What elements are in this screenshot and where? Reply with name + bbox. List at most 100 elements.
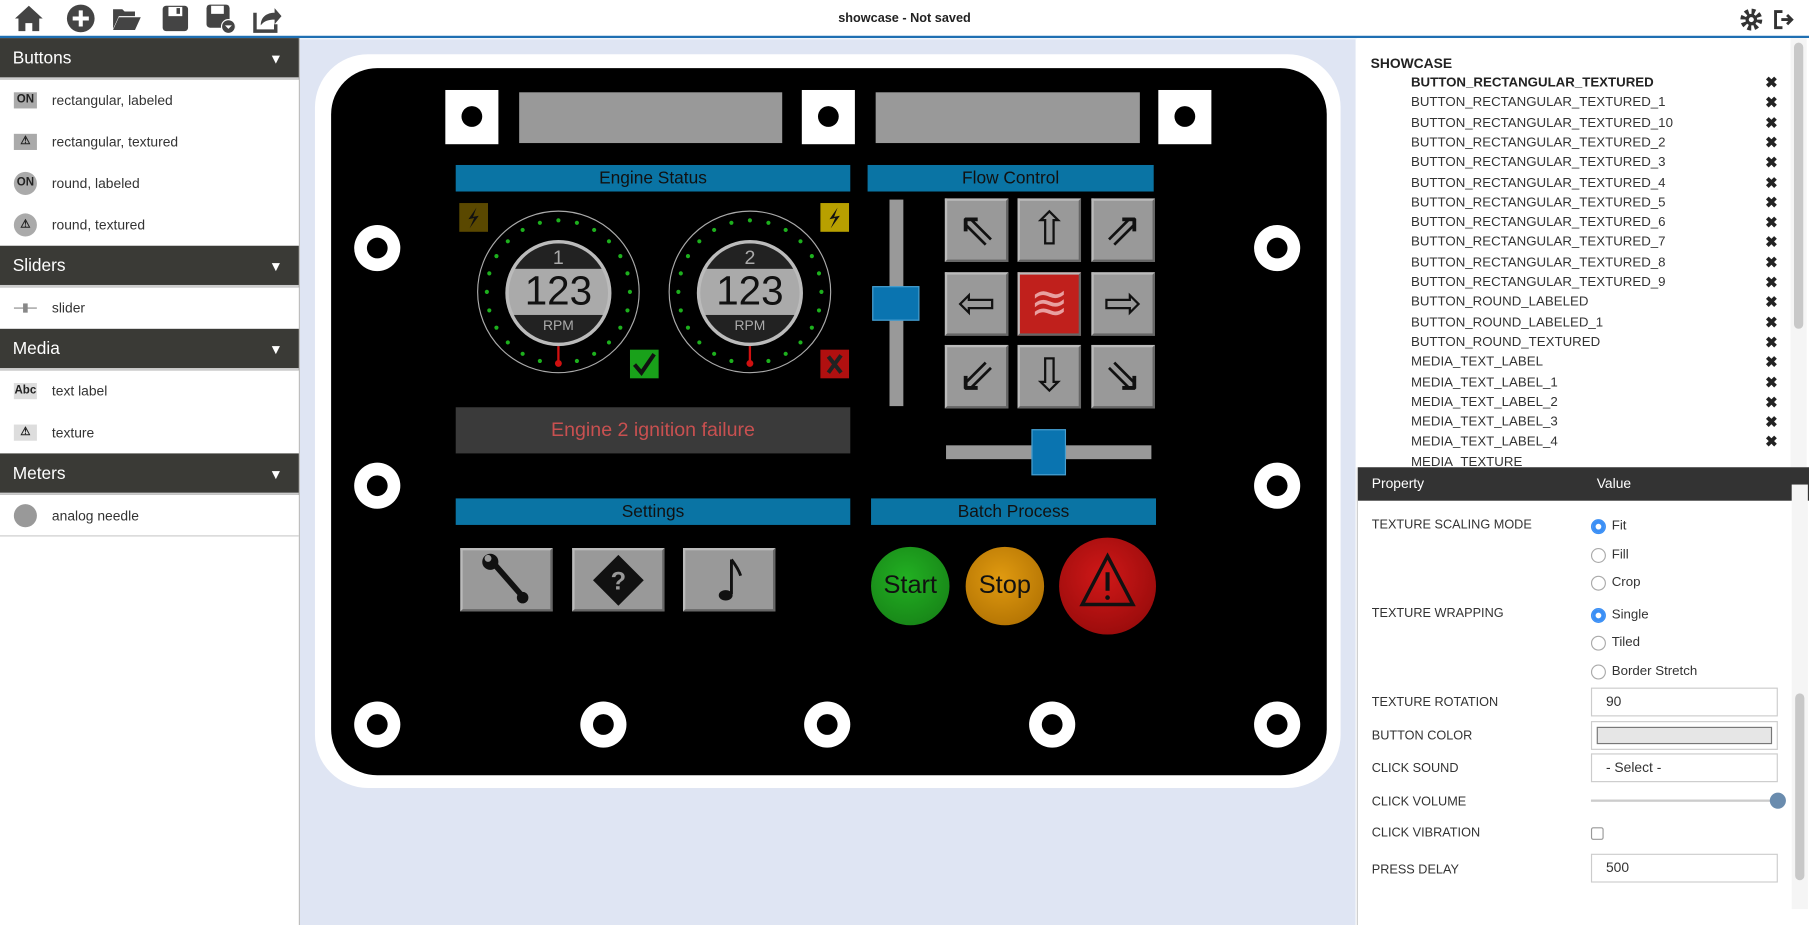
delete-icon[interactable]: ✖: [1765, 273, 1778, 291]
tree-item[interactable]: MEDIA_TEXT_LABEL_2: [1410, 395, 1558, 410]
error-x-icon[interactable]: [820, 349, 850, 379]
save-icon[interactable]: [160, 3, 190, 33]
palette-item-analog-needle[interactable]: analog needle: [0, 495, 299, 537]
delete-icon[interactable]: ✖: [1765, 213, 1778, 231]
scrollbar-thumb[interactable]: [1794, 42, 1804, 329]
click-sound-select[interactable]: - Select -: [1590, 753, 1778, 783]
stop-button[interactable]: Stop: [965, 546, 1045, 626]
share-icon[interactable]: [252, 3, 282, 33]
logout-icon[interactable]: [1772, 8, 1795, 31]
settings-icon[interactable]: [1740, 8, 1763, 31]
add-icon[interactable]: [66, 3, 96, 33]
arrow-down-left-button[interactable]: ⇙: [944, 344, 1009, 409]
delete-icon[interactable]: ✖: [1765, 173, 1778, 191]
help-button[interactable]: ?: [572, 548, 665, 612]
delete-icon[interactable]: ✖: [1765, 153, 1778, 171]
delete-icon[interactable]: ✖: [1765, 313, 1778, 331]
palette-item-texture[interactable]: ⚠texture: [0, 412, 299, 454]
home-icon[interactable]: [14, 3, 44, 33]
sound-button[interactable]: [682, 548, 776, 612]
section-sliders[interactable]: Sliders▼: [0, 245, 299, 288]
delete-icon[interactable]: ✖: [1765, 253, 1778, 271]
tree-item[interactable]: BUTTON_RECTANGULAR_TEXTURED_4: [1410, 175, 1666, 190]
flow-center-button[interactable]: ≋: [1017, 272, 1082, 336]
arrow-down-right-button[interactable]: ⇘: [1091, 344, 1155, 409]
properties-scrollbar[interactable]: [1791, 484, 1808, 910]
tree-item[interactable]: BUTTON_ROUND_LABELED: [1410, 295, 1589, 310]
click-volume-slider[interactable]: [1590, 799, 1778, 802]
press-delay-input[interactable]: 500: [1590, 853, 1778, 883]
delete-icon[interactable]: ✖: [1765, 413, 1778, 431]
tree-item[interactable]: BUTTON_RECTANGULAR_TEXTURED_7: [1410, 235, 1666, 250]
tree-item[interactable]: BUTTON_RECTANGULAR_TEXTURED: [1410, 76, 1654, 90]
radio-fill[interactable]: Fill: [1590, 548, 1629, 564]
button-color-picker[interactable]: [1590, 721, 1778, 750]
tree-item[interactable]: BUTTON_RECTANGULAR_TEXTURED_6: [1410, 215, 1666, 230]
delete-icon[interactable]: ✖: [1765, 373, 1778, 391]
delete-icon[interactable]: ✖: [1765, 233, 1778, 251]
tree-item[interactable]: MEDIA_TEXT_LABEL: [1410, 355, 1543, 370]
vertical-slider-thumb[interactable]: [872, 286, 920, 321]
alarm-button[interactable]: [1059, 537, 1157, 635]
palette-item-slider[interactable]: slider: [0, 287, 299, 329]
horizontal-slider-thumb[interactable]: [1031, 429, 1067, 476]
tree-item[interactable]: BUTTON_RECTANGULAR_TEXTURED_5: [1410, 195, 1666, 210]
check-icon[interactable]: [629, 349, 659, 379]
tree-item[interactable]: BUTTON_RECTANGULAR_TEXTURED_3: [1410, 155, 1666, 170]
open-folder-icon[interactable]: [112, 3, 142, 33]
save-as-icon[interactable]: [205, 3, 236, 34]
delete-icon[interactable]: ✖: [1765, 353, 1778, 371]
tree-scrollbar[interactable]: [1790, 38, 1807, 468]
section-meters[interactable]: Meters▼: [0, 453, 299, 495]
arrow-right-button[interactable]: ⇨: [1091, 272, 1155, 336]
click-vibration-checkbox[interactable]: [1590, 827, 1604, 840]
texture-rotation-input[interactable]: 90: [1590, 687, 1778, 717]
tree-item[interactable]: BUTTON_ROUND_LABELED_1: [1410, 315, 1604, 330]
delete-icon[interactable]: ✖: [1765, 433, 1778, 451]
lightning-icon[interactable]: [459, 203, 489, 232]
arrow-up-right-button[interactable]: ⇗: [1091, 198, 1155, 262]
delete-icon[interactable]: ✖: [1765, 133, 1778, 152]
delete-icon[interactable]: ✖: [1765, 393, 1778, 411]
chevron-down-icon[interactable]: ▼: [268, 50, 283, 67]
section-buttons[interactable]: Buttons▼: [0, 38, 299, 80]
arrow-up-button[interactable]: ⇧: [1017, 198, 1082, 262]
tree-root[interactable]: SHOWCASE: [1370, 55, 1453, 72]
tree-item[interactable]: MEDIA_TEXTURE: [1410, 455, 1523, 468]
arrow-left-button[interactable]: ⇦: [944, 272, 1009, 336]
radio-single[interactable]: Single: [1590, 607, 1649, 623]
delete-icon[interactable]: ✖: [1765, 333, 1778, 351]
delete-icon[interactable]: ✖: [1765, 73, 1778, 92]
palette-item-rect-textured[interactable]: ⚠rectangular, textured: [0, 121, 299, 163]
radio-tiled[interactable]: Tiled: [1590, 635, 1640, 651]
radio-fit[interactable]: Fit: [1590, 519, 1626, 535]
delete-icon[interactable]: ✖: [1765, 293, 1778, 311]
tree-item[interactable]: BUTTON_ROUND_TEXTURED: [1410, 335, 1601, 350]
section-media[interactable]: Media▼: [0, 328, 299, 371]
tree-item[interactable]: MEDIA_TEXT_LABEL_4: [1410, 435, 1558, 450]
chevron-down-icon[interactable]: ▼: [268, 258, 283, 275]
lightning-icon[interactable]: [820, 203, 850, 232]
radio-crop[interactable]: Crop: [1590, 575, 1640, 591]
tree-item[interactable]: BUTTON_RECTANGULAR_TEXTURED_10: [1410, 116, 1673, 130]
tree-item[interactable]: BUTTON_RECTANGULAR_TEXTURED_8: [1410, 255, 1666, 270]
delete-icon[interactable]: ✖: [1765, 93, 1778, 112]
arrow-up-left-button[interactable]: ⇖: [944, 198, 1009, 262]
tree-item[interactable]: BUTTON_RECTANGULAR_TEXTURED_1: [1410, 96, 1666, 110]
chevron-down-icon[interactable]: ▼: [268, 341, 283, 358]
chevron-down-icon[interactable]: ▼: [268, 466, 283, 483]
wrench-button[interactable]: [460, 548, 553, 612]
radio-border-stretch[interactable]: Border Stretch: [1590, 664, 1697, 680]
tree-item[interactable]: MEDIA_TEXT_LABEL_1: [1410, 375, 1558, 390]
click-volume-thumb[interactable]: [1769, 792, 1786, 809]
palette-item-round-textured[interactable]: ⚠round, textured: [0, 204, 299, 246]
tree-item[interactable]: MEDIA_TEXT_LABEL_3: [1410, 415, 1558, 430]
scrollbar-thumb[interactable]: [1795, 693, 1805, 881]
tree-item[interactable]: BUTTON_RECTANGULAR_TEXTURED_2: [1410, 136, 1666, 150]
tree-item[interactable]: BUTTON_RECTANGULAR_TEXTURED_9: [1410, 275, 1666, 290]
delete-icon[interactable]: ✖: [1765, 193, 1778, 211]
delete-icon[interactable]: ✖: [1765, 113, 1778, 132]
